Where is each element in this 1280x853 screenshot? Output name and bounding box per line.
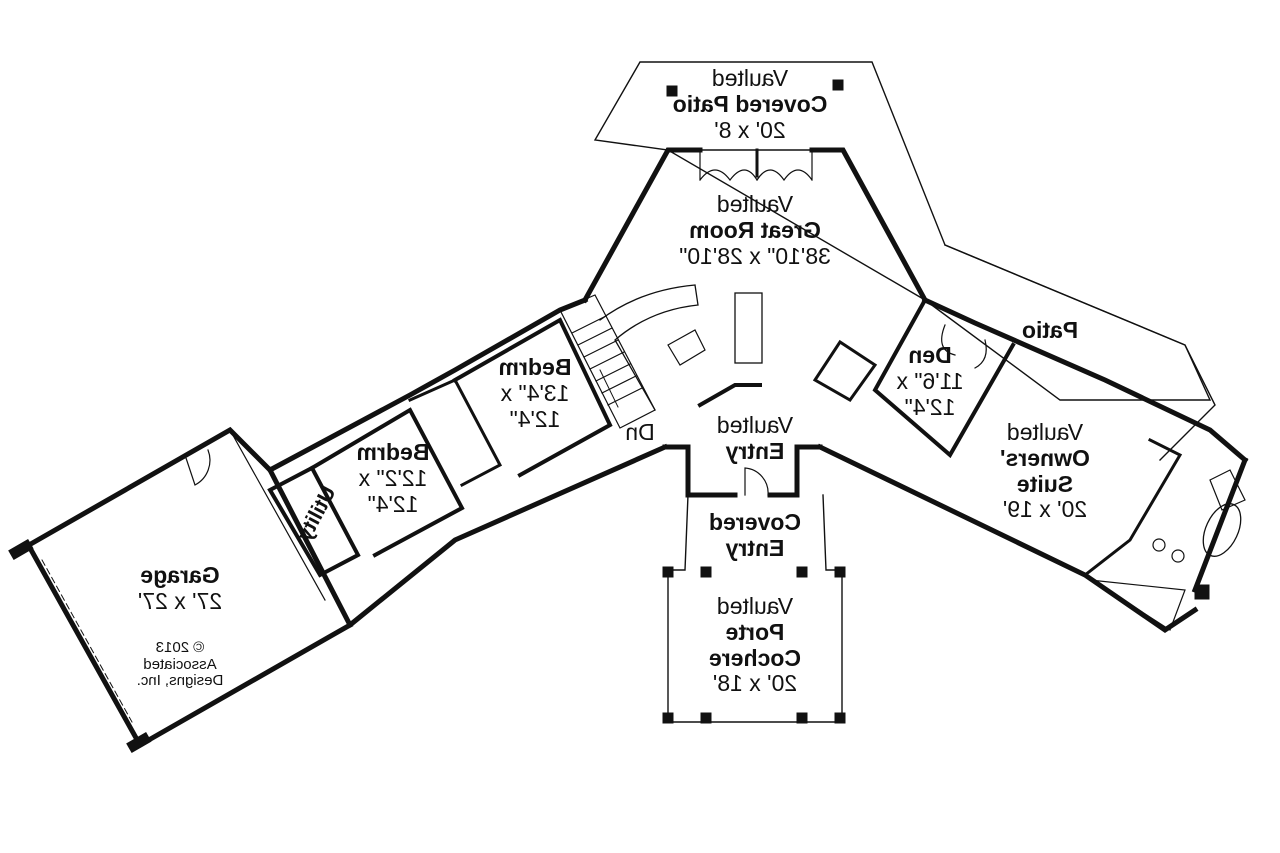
garage-side-wall [266, 466, 354, 629]
bedroom-2-label: Bedrm 12'2" x 12'4" [338, 439, 448, 517]
patio-outline [944, 244, 1216, 461]
owners-bath-wall [1082, 437, 1183, 578]
den-label: Den 11'6" x 12'4" [880, 342, 980, 420]
garage-step [229, 429, 326, 601]
room-name: Great Room [689, 216, 821, 243]
den-walls [872, 297, 1016, 459]
entry-right-wall [767, 444, 823, 498]
great-room-wall [809, 147, 929, 304]
copyright-line: Designs, Inc. [136, 672, 224, 689]
door-swing [756, 149, 813, 181]
room-name: Suite [1016, 470, 1074, 497]
room-name: Den [908, 342, 952, 368]
owners-suite-label: Vaulted Owners' Suite 20' x 19' [980, 419, 1110, 523]
room-vaulted: Vaulted [716, 191, 794, 217]
garage-door [41, 559, 133, 723]
porte-cochere-outline [667, 494, 843, 723]
room-vaulted: Vaulted [716, 412, 794, 438]
room-name: Cochere [708, 644, 802, 671]
room-name: Entry [725, 534, 785, 561]
great-room-label: Vaulted Great Room 38'10" x 28'10" [650, 191, 860, 269]
entry-label: Vaulted Entry [700, 412, 810, 465]
room-name: Entry [725, 437, 785, 464]
room-dimensions: 12'2" x [358, 464, 428, 491]
room-dimensions: 38'10" x 28'10" [679, 242, 831, 269]
door-swing [699, 149, 758, 181]
utility-walls [267, 465, 361, 578]
garage-label: Garage 27' x 27' [115, 562, 245, 615]
room-dimensions: 13'4" x [500, 379, 570, 406]
room-name: Covered Patio [672, 90, 828, 117]
room-dimensions: 11'6" x [896, 367, 964, 394]
shower [1209, 469, 1246, 511]
bath-walls [408, 378, 503, 488]
bathtub [1202, 503, 1242, 557]
room-dimensions: 20' x 18' [712, 670, 798, 697]
garage-front-wall [26, 544, 144, 749]
bedroom-1-walls [452, 317, 613, 478]
garage-door-swing [184, 449, 211, 486]
powder-room [812, 339, 878, 402]
room-vaulted: Vaulted [1006, 419, 1084, 445]
sink [1152, 538, 1166, 552]
room-dimensions: 12'4" [509, 405, 561, 432]
room-dimensions: 20' x 19' [1002, 496, 1088, 523]
patio-label: Patio [1005, 317, 1095, 344]
stair-down-label: Dn [615, 419, 665, 446]
room-name: Porte [725, 618, 785, 645]
room-vaulted: Vaulted [711, 65, 789, 91]
room-name: Covered [708, 509, 802, 535]
closet [1084, 574, 1186, 631]
stair-label: Dn [625, 419, 655, 445]
copyright-notice: © 2013 Associated Designs, Inc. [125, 639, 235, 690]
fireplace-hearth [697, 383, 762, 408]
room-name: Bedrm [498, 354, 572, 380]
room-name: Owners' [1000, 444, 1090, 471]
bath-outer-wall [1191, 456, 1249, 594]
left-wing-bottom-wall [136, 443, 669, 749]
room-name: Bedrm [356, 439, 430, 465]
room-dimensions: 27' x 27' [137, 587, 223, 614]
room-dimensions: 20' x 8' [714, 116, 786, 143]
columns [8, 79, 1210, 754]
room-name: Garage [140, 562, 220, 588]
great-room-wall [581, 147, 703, 304]
entry-left-wall [662, 444, 738, 498]
den-door-swing [941, 324, 987, 369]
room-vaulted: Vaulted [716, 593, 794, 619]
right-wing-bottom-wall [816, 443, 1199, 634]
entry-door-swing [744, 467, 769, 496]
copyright-line: © 2013 [155, 639, 205, 656]
room-dimensions: 12'4" [367, 490, 419, 517]
bedroom-1-label: Bedrm 13'4" x 12'4" [480, 354, 590, 432]
fireplace-chimney [734, 292, 763, 364]
copyright-line: Associated [143, 655, 217, 673]
sink [1171, 549, 1185, 563]
bedroom-2-walls [309, 407, 465, 558]
room-name: Patio [1021, 317, 1079, 343]
right-wing-top-wall [921, 296, 1249, 464]
covered-entry-label: Covered Entry [695, 509, 815, 562]
kitchen-island [667, 329, 706, 366]
porte-cochere-label: Vaulted Porte Cochere 20' x 18' [690, 593, 820, 697]
room-dimensions: 12'4" [904, 393, 956, 420]
covered-patio-label: Vaulted Covered Patio 20' x 8' [660, 65, 840, 143]
covered-patio-outline [593, 61, 1212, 401]
kitchen-counter [599, 284, 699, 411]
